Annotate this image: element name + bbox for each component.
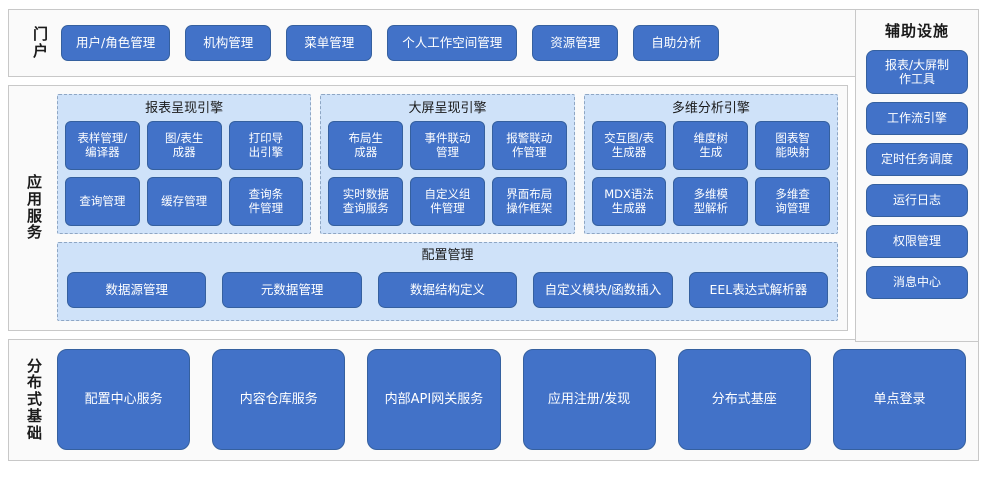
config-item-custom-module[interactable]: 自定义模块/函数插入	[533, 272, 673, 309]
app-service-panel: 应用服务 报表呈现引擎 表样管理/ 编译器 图/表生 成器 打印导 出引擎 查询…	[8, 85, 848, 331]
olap-item-dimension-tree[interactable]: 维度树 生成	[673, 121, 749, 171]
infra-item-api-gateway[interactable]: 内部API网关服务	[367, 349, 501, 450]
infrastructure-item-list: 配置中心服务 内容仓库服务 内部API网关服务 应用注册/发现 分布式基座 单点…	[57, 349, 967, 450]
config-group-items: 数据源管理 元数据管理 数据结构定义 自定义模块/函数插入 EEL表达式解析器	[67, 268, 829, 312]
config-item-datasource[interactable]: 数据源管理	[67, 272, 207, 309]
infra-item-content-repository[interactable]: 内容仓库服务	[212, 349, 346, 450]
infrastructure-layer-label: 分布式基础	[13, 349, 57, 450]
portal-item-org[interactable]: 机构管理	[185, 25, 272, 61]
app-service-layer-label: 应用服务	[13, 94, 57, 321]
olap-item-mdx-generator[interactable]: MDX语法 生成器	[591, 177, 667, 227]
report-item-print-export[interactable]: 打印导 出引擎	[228, 121, 304, 171]
engine-group-olap: 多维分析引擎 交互图/表 生成器 维度树 生成 图表智 能映射 MDX语法 生成…	[583, 94, 838, 235]
infra-item-app-registry[interactable]: 应用注册/发现	[522, 349, 656, 450]
engine-group-row: 报表呈现引擎 表样管理/ 编译器 图/表生 成器 打印导 出引擎 查询管理 缓存…	[57, 94, 838, 235]
config-item-eel-parser[interactable]: EEL表达式解析器	[688, 272, 829, 309]
engine-group-bigscreen-items: 布局生 成器 事件联动 管理 报警联动 作管理 实时数据 查询服务 自定义组 件…	[328, 121, 567, 227]
aux-item-runtime-log[interactable]: 运行日志	[866, 184, 968, 217]
aux-item-workflow-engine[interactable]: 工作流引擎	[866, 102, 968, 135]
infra-item-distributed-base[interactable]: 分布式基座	[677, 349, 811, 450]
config-item-data-structure[interactable]: 数据结构定义	[377, 272, 518, 309]
config-item-metadata[interactable]: 元数据管理	[222, 272, 362, 309]
aux-item-scheduled-task[interactable]: 定时任务调度	[866, 143, 968, 176]
app-service-row: 应用服务 报表呈现引擎 表样管理/ 编译器 图/表生 成器 打印导 出引擎 查询…	[8, 85, 848, 331]
portal-layer-label-text: 门户	[32, 25, 49, 60]
report-item-chart-generator[interactable]: 图/表生 成器	[146, 121, 222, 171]
report-item-query-condition[interactable]: 查询条 件管理	[228, 177, 304, 227]
portal-item-self-analysis[interactable]: 自助分析	[633, 25, 720, 61]
aux-item-list: 报表/大屏制 作工具 工作流引擎 定时任务调度 运行日志 权限管理 消息中心	[866, 50, 968, 331]
portal-item-menu[interactable]: 菜单管理	[286, 25, 373, 61]
engine-group-report: 报表呈现引擎 表样管理/ 编译器 图/表生 成器 打印导 出引擎 查询管理 缓存…	[57, 94, 312, 235]
bigscreen-item-layout-generator[interactable]: 布局生 成器	[328, 121, 404, 171]
portal-row: 门户 用户/角色管理 机构管理 菜单管理 个人工作空间管理 资源管理 自助分析	[8, 9, 979, 77]
olap-item-chart-mapping[interactable]: 图表智 能映射	[755, 121, 830, 171]
portal-panel: 门户 用户/角色管理 机构管理 菜单管理 个人工作空间管理 资源管理 自助分析	[8, 9, 979, 77]
bigscreen-item-ui-layout-framework[interactable]: 界面布局 操作框架	[491, 177, 567, 227]
portal-item-workspace[interactable]: 个人工作空间管理	[387, 25, 518, 61]
aux-panel: 辅助设施 报表/大屏制 作工具 工作流引擎 定时任务调度 运行日志 权限管理 消…	[855, 9, 979, 342]
infrastructure-panel: 分布式基础 配置中心服务 内容仓库服务 内部API网关服务 应用注册/发现 分布…	[8, 339, 979, 461]
engine-group-bigscreen-title: 大屏呈现引擎	[408, 101, 487, 116]
olap-item-query-management[interactable]: 多维查 询管理	[755, 177, 830, 227]
bigscreen-item-custom-component[interactable]: 自定义组 件管理	[410, 177, 485, 227]
config-group: 配置管理 数据源管理 元数据管理 数据结构定义 自定义模块/函数插入 EEL表达…	[57, 242, 838, 321]
engine-group-bigscreen: 大屏呈现引擎 布局生 成器 事件联动 管理 报警联动 作管理 实时数据 查询服务…	[320, 94, 575, 235]
aux-item-report-screen-tool[interactable]: 报表/大屏制 作工具	[866, 50, 968, 94]
config-group-title: 配置管理	[421, 248, 474, 264]
bigscreen-item-event-linkage[interactable]: 事件联动 管理	[410, 121, 485, 171]
bigscreen-item-alarm-action[interactable]: 报警联动 作管理	[491, 121, 567, 171]
olap-item-interactive-chart[interactable]: 交互图/表 生成器	[591, 121, 667, 171]
infrastructure-layer-label-text: 分布式基础	[26, 356, 43, 442]
app-service-body: 报表呈现引擎 表样管理/ 编译器 图/表生 成器 打印导 出引擎 查询管理 缓存…	[57, 94, 838, 321]
engine-group-report-title: 报表呈现引擎	[145, 101, 224, 116]
portal-layer-label: 门户	[21, 26, 61, 60]
report-item-query-management[interactable]: 查询管理	[65, 177, 140, 227]
infra-item-sso[interactable]: 单点登录	[832, 349, 967, 450]
aux-item-message-center[interactable]: 消息中心	[866, 266, 968, 299]
aux-item-permission[interactable]: 权限管理	[866, 225, 968, 258]
infra-item-config-center[interactable]: 配置中心服务	[57, 349, 191, 450]
portal-item-list: 用户/角色管理 机构管理 菜单管理 个人工作空间管理 资源管理 自助分析	[61, 20, 966, 66]
engine-group-olap-items: 交互图/表 生成器 维度树 生成 图表智 能映射 MDX语法 生成器 多维模 型…	[591, 121, 830, 227]
report-item-template-compiler[interactable]: 表样管理/ 编译器	[65, 121, 140, 171]
portal-item-user-role[interactable]: 用户/角色管理	[61, 25, 171, 61]
app-service-layer-label-text: 应用服务	[26, 172, 43, 242]
engine-group-report-items: 表样管理/ 编译器 图/表生 成器 打印导 出引擎 查询管理 缓存管理 查询条 …	[65, 121, 304, 227]
engine-group-olap-title: 多维分析引擎	[671, 101, 750, 116]
olap-item-model-parser[interactable]: 多维模 型解析	[673, 177, 749, 227]
aux-layer-label: 辅助设施	[884, 22, 949, 40]
portal-item-resource[interactable]: 资源管理	[532, 25, 619, 61]
report-item-cache-management[interactable]: 缓存管理	[146, 177, 222, 227]
bigscreen-item-realtime-query[interactable]: 实时数据 查询服务	[328, 177, 404, 227]
